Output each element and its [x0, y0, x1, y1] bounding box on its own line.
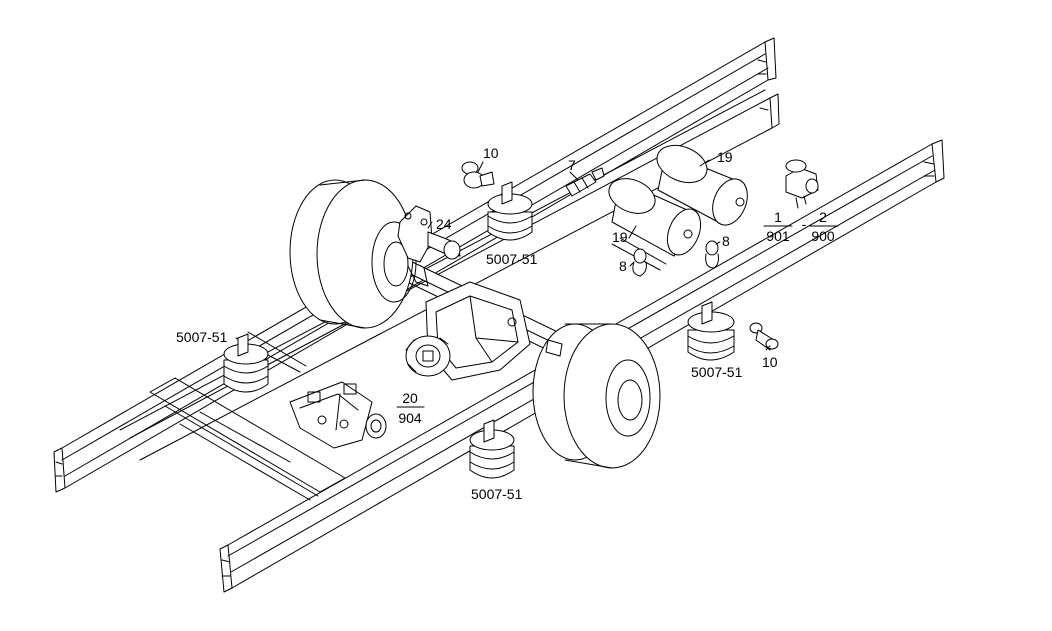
- axle-bracket: [397, 205, 461, 287]
- callout-airspring-right: 5007-51: [691, 364, 743, 380]
- fraction-ref-a-num: 1: [774, 209, 782, 225]
- callout-airspring-left: 5007-51: [176, 329, 228, 345]
- fraction-valve-block-den: 904: [398, 410, 422, 426]
- fraction-ref-a-den: 901: [766, 228, 790, 244]
- air-spring-right: [687, 301, 735, 361]
- callouts: 10 7 19 24 19 8 8 5007-51 5007-51 5007-5…: [176, 145, 778, 502]
- air-tank-bottom: [608, 178, 702, 257]
- callout-bracket: 24: [436, 216, 452, 232]
- fraction-ref-b-num: 2: [819, 209, 827, 225]
- callout-fitting-top: 10: [483, 145, 499, 161]
- callout-valve-b: 8: [722, 233, 730, 249]
- leader-lines: [427, 159, 771, 351]
- callout-airspring-bottom: 5007-51: [471, 486, 523, 502]
- callout-airspring-top: 5007-51: [486, 251, 538, 267]
- callout-tank-bottom: 19: [612, 229, 628, 245]
- air-spring-top: [487, 181, 533, 241]
- fitting-right: [749, 322, 779, 351]
- rear-axle: [289, 179, 661, 469]
- fitting-top: [461, 161, 495, 189]
- callout-sensor: 7: [568, 157, 576, 173]
- valve-b: [705, 240, 719, 269]
- callout-valve-a: 8: [619, 258, 627, 274]
- air-spring-bottom: [469, 419, 515, 479]
- leveling-valve: [785, 159, 819, 209]
- valve-block: [289, 381, 387, 449]
- callout-tank-top: 19: [717, 149, 733, 165]
- callout-fitting-right: 10: [762, 354, 778, 370]
- fraction-ref-b: 2 900: [809, 209, 839, 244]
- differential-housing: [405, 281, 563, 381]
- fraction-valve-block: 20 904: [396, 390, 425, 426]
- fraction-separator: -: [802, 216, 807, 232]
- right-wheel: [532, 323, 661, 469]
- pressure-sensor: [565, 167, 605, 197]
- fraction-ref-a: 1 901: [763, 209, 793, 244]
- left-wheel: [289, 179, 417, 329]
- chassis-frame: [53, 37, 945, 593]
- air-tank-top: [656, 144, 748, 226]
- cross-members: [149, 237, 667, 501]
- air-spring-left: [223, 333, 269, 393]
- fraction-ref-b-den: 900: [811, 228, 835, 244]
- fraction-valve-block-num: 20: [402, 390, 418, 406]
- valve-a: [632, 248, 647, 277]
